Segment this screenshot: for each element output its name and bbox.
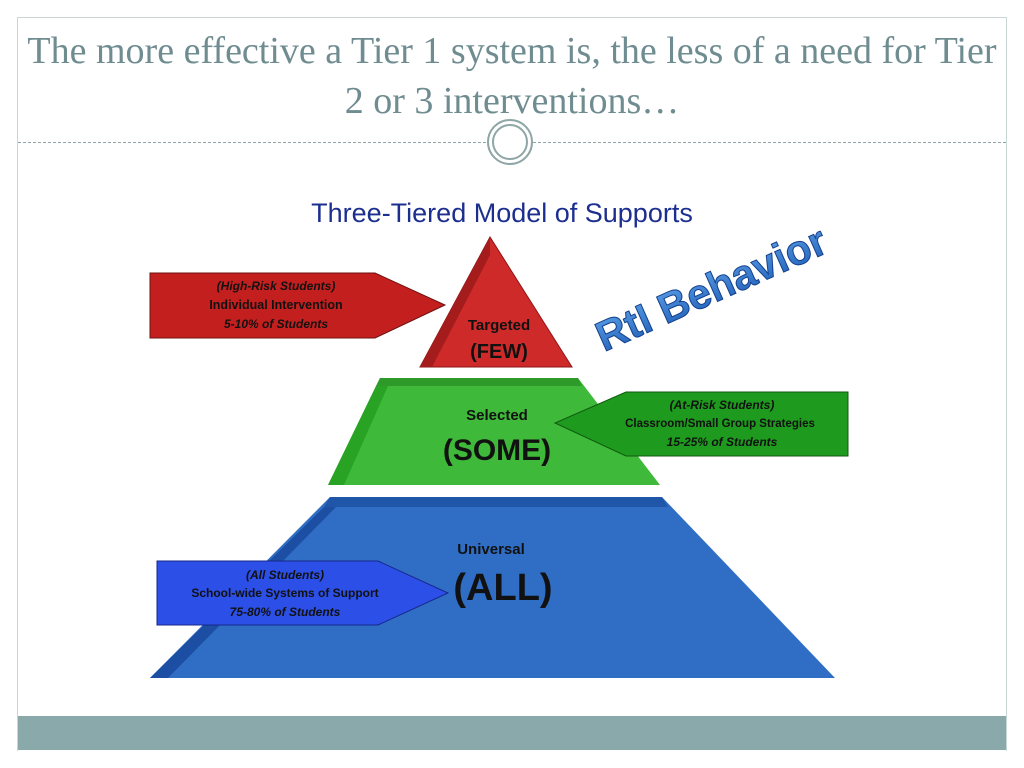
callout-all-students: (All Students) School-wide Systems of Su… xyxy=(156,560,450,626)
slide-title: The more effective a Tier 1 system is, t… xyxy=(27,30,997,122)
diagram-heading: Three-Tiered Model of Supports xyxy=(311,198,693,228)
callout-at-risk: (At-Risk Students) Classroom/Small Group… xyxy=(553,391,849,457)
callout-high-risk-line2: Individual Intervention xyxy=(209,298,342,312)
tier-targeted: Targeted (FEW) xyxy=(419,236,573,368)
rti-behavior-stamp: RtI Behavior xyxy=(589,217,834,361)
callout-at-risk-line1: (At-Risk Students) xyxy=(670,398,775,412)
callout-high-risk: (High-Risk Students) Individual Interven… xyxy=(149,272,447,339)
callout-all-students-arrow xyxy=(156,560,450,626)
tier-selected-size: (SOME) xyxy=(443,434,551,467)
callout-at-risk-line2: Classroom/Small Group Strategies xyxy=(625,418,815,430)
frame-right-border xyxy=(1006,17,1007,751)
callout-all-students-line2: School-wide Systems of Support xyxy=(191,586,378,600)
tier-universal-top xyxy=(324,497,668,507)
tier-universal-shape xyxy=(150,497,835,678)
tier-targeted-name: Targeted xyxy=(468,317,530,334)
tier-selected-name: Selected xyxy=(466,407,528,424)
callout-at-risk-arrow xyxy=(553,391,849,457)
tier-selected-side xyxy=(328,386,388,485)
callout-high-risk-arrow xyxy=(149,272,447,339)
frame-left-border xyxy=(17,17,18,751)
tier-universal-size: (ALL) xyxy=(453,567,552,609)
tier-selected-shape xyxy=(328,378,660,485)
tier-targeted-size: (FEW) xyxy=(470,341,528,363)
callout-all-students-line3: 75-80% of Students xyxy=(230,605,341,619)
tier-selected-top xyxy=(376,378,582,386)
tier-universal-name: Universal xyxy=(457,541,525,558)
title-area: The more effective a Tier 1 system is, t… xyxy=(18,18,1006,142)
callout-at-risk-line3: 15-25% of Students xyxy=(667,435,778,449)
callout-high-risk-line1: (High-Risk Students) xyxy=(217,279,336,293)
frame-top-border xyxy=(17,17,1007,18)
callout-high-risk-line3: 5-10% of Students xyxy=(224,317,328,331)
circle-ornament-icon xyxy=(487,119,533,165)
footer-bar xyxy=(18,716,1006,750)
callout-all-students-line1: (All Students) xyxy=(246,568,324,582)
tier-selected: Selected (SOME) xyxy=(328,378,660,485)
tier-targeted-shade xyxy=(420,237,490,367)
